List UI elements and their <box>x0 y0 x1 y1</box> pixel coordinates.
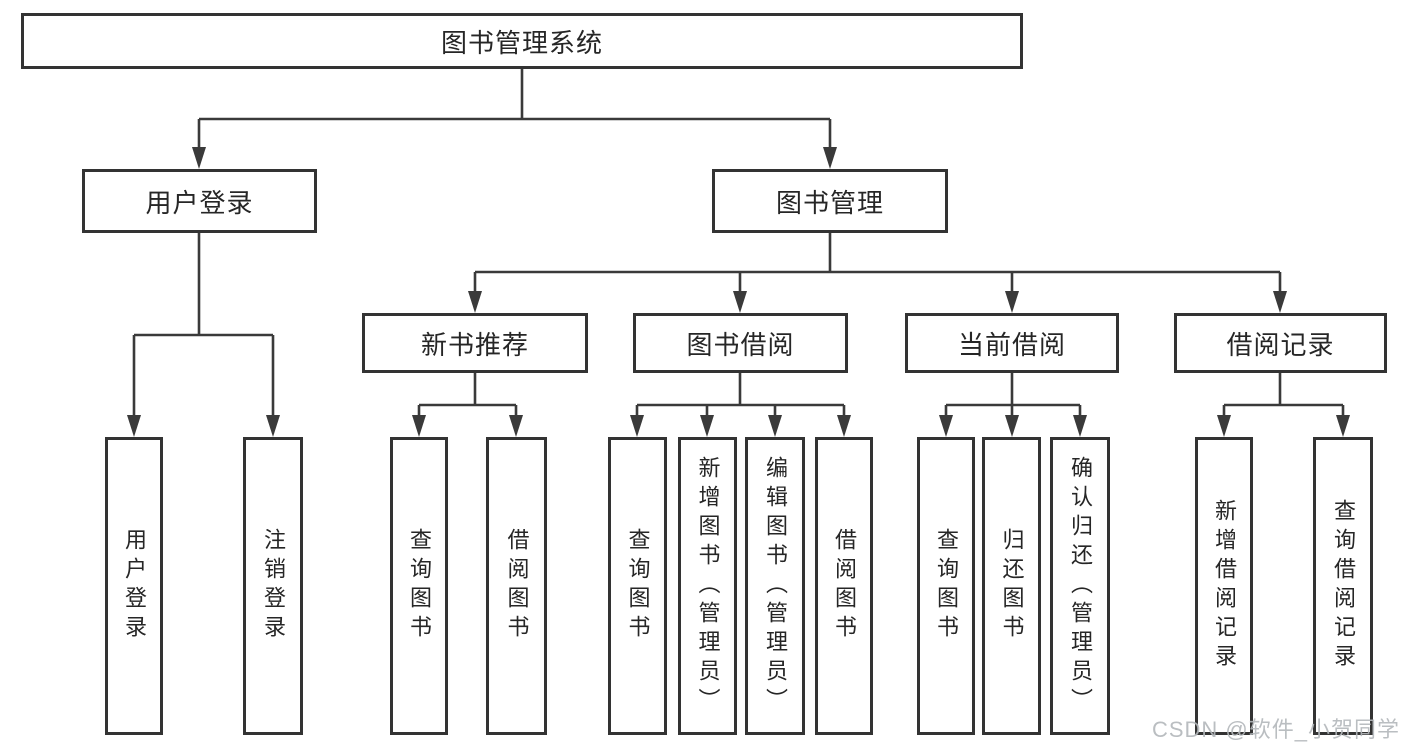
leaf-br-add-borrow-record-label: 新增借阅记录 <box>1212 499 1237 673</box>
leaf-cb-confirm-return-admin-label: 确认归还（管理员） <box>1068 455 1093 717</box>
leaf-bb-query-books-label: 查询图书 <box>625 528 651 644</box>
node-current-borrow: 当前借阅 <box>905 313 1119 373</box>
node-book-borrow-label: 图书借阅 <box>686 329 795 360</box>
leaf-nb-borrow-books: 借阅图书 <box>486 437 547 735</box>
connector-current-borrow <box>939 373 1087 437</box>
leaf-br-add-borrow-record: 新增借阅记录 <box>1195 437 1253 735</box>
connector-book-management <box>468 233 1287 313</box>
connector-new-book-recommend <box>412 373 523 437</box>
leaf-cb-confirm-return-admin: 确认归还（管理员） <box>1050 437 1110 735</box>
leaf-cb-return-books-label: 归还图书 <box>999 528 1025 644</box>
leaf-br-query-borrow-record-label: 查询借阅记录 <box>1331 499 1356 673</box>
connector-user-login-branch <box>127 233 280 437</box>
leaf-bb-query-books: 查询图书 <box>608 437 667 735</box>
leaf-user-login: 用户登录 <box>105 437 163 735</box>
node-new-book-recommend-label: 新书推荐 <box>420 329 529 360</box>
node-new-book-recommend: 新书推荐 <box>362 313 588 373</box>
connector-book-borrow <box>630 373 851 437</box>
node-book-borrow: 图书借阅 <box>633 313 848 373</box>
node-borrow-records-label: 借阅记录 <box>1226 329 1335 360</box>
leaf-bb-borrow-books: 借阅图书 <box>815 437 873 735</box>
node-current-borrow-label: 当前借阅 <box>957 329 1066 360</box>
leaf-bb-borrow-books-label: 借阅图书 <box>832 528 857 644</box>
node-book-management-label: 图书管理 <box>775 187 884 218</box>
node-root: 图书管理系统 <box>21 13 1023 69</box>
node-user-login-branch: 用户登录 <box>82 169 317 233</box>
leaf-br-query-borrow-record: 查询借阅记录 <box>1313 437 1373 735</box>
leaf-cb-query-books-label: 查询图书 <box>934 528 959 644</box>
leaf-nb-borrow-books-label: 借阅图书 <box>504 528 530 644</box>
leaf-bb-add-book-admin: 新增图书（管理员） <box>678 437 737 735</box>
leaf-cb-query-books: 查询图书 <box>917 437 975 735</box>
leaf-nb-query-books-label: 查询图书 <box>407 528 432 644</box>
connector-root <box>192 69 837 169</box>
leaf-bb-edit-book-admin: 编辑图书（管理员） <box>745 437 805 735</box>
leaf-bb-edit-book-admin-label: 编辑图书（管理员） <box>763 455 788 717</box>
node-borrow-records: 借阅记录 <box>1174 313 1387 373</box>
leaf-nb-query-books: 查询图书 <box>390 437 448 735</box>
csdn-watermark: CSDN @软件_小贺同学 <box>1151 717 1400 742</box>
leaf-bb-add-book-admin-label: 新增图书（管理员） <box>695 455 721 717</box>
leaf-logout-label: 注销登录 <box>261 528 286 644</box>
node-user-login-branch-label: 用户登录 <box>145 187 254 218</box>
connector-borrow-records <box>1217 373 1350 437</box>
leaf-user-login-label: 用户登录 <box>122 528 147 644</box>
node-root-label: 图书管理系统 <box>440 27 603 58</box>
node-book-management: 图书管理 <box>712 169 948 233</box>
leaf-logout: 注销登录 <box>243 437 303 735</box>
leaf-cb-return-books: 归还图书 <box>982 437 1041 735</box>
